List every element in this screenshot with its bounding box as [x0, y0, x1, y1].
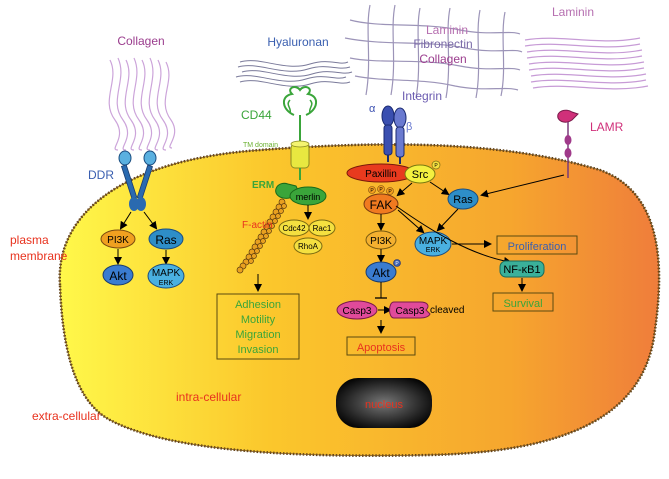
casp3-label: Casp3: [343, 306, 372, 317]
nucleus-label: nucleus: [365, 399, 403, 411]
cleaved-label: cleaved: [430, 305, 464, 316]
motility-label: Motility: [241, 314, 276, 326]
migration-label: Migration: [235, 329, 280, 341]
fak-phospho-2: P: [379, 187, 383, 193]
ras-right-node: Ras: [447, 188, 479, 210]
pi3k-left-label: PI3K: [107, 235, 129, 246]
src-node: Src P: [404, 160, 441, 184]
beta-label: β: [406, 121, 412, 133]
erk-left-label: ERK: [159, 280, 174, 287]
apoptosis-label: Apoptosis: [357, 342, 406, 354]
casp3-node: Casp3: [336, 300, 378, 320]
factin-filament: [236, 198, 287, 274]
akt-phospho: P: [395, 261, 399, 267]
laminin-fibers-right: [524, 37, 649, 90]
fak-phospho-1: P: [370, 188, 374, 194]
extra-cellular-label: extra-cellular: [32, 409, 101, 423]
mapk-right-node: MAPK ERK: [414, 231, 452, 257]
cd44-label: CD44: [241, 108, 272, 122]
intra-cellular-label: intra-cellular: [176, 390, 241, 404]
nfkb-label: NF-κB1: [503, 264, 540, 276]
survival-box: Survival: [492, 292, 554, 312]
mapk-left-node: MAPK ERK: [147, 263, 185, 289]
pi3k-mid-label: PI3K: [370, 236, 392, 247]
membrane-label: membrane: [10, 249, 68, 263]
adhesion-label: Adhesion: [235, 299, 281, 311]
erk-right-label: ERK: [426, 247, 441, 254]
collagen-fibers-left: [108, 57, 176, 151]
nucleus: nucleus: [336, 378, 432, 428]
casp3-cleaved-node: Casp3: [389, 301, 431, 319]
hyaluronan-strands: [235, 60, 353, 87]
fibronectin-label: Fibronectin: [413, 37, 472, 51]
cd44-receptor: [283, 86, 317, 180]
mapk-left-label: MAPK: [152, 268, 181, 279]
rho-gtpases: Cdc42 Rac1 RhoA: [278, 219, 336, 255]
ddr-receptor: [118, 150, 157, 211]
cdc42-label: Cdc42: [282, 224, 306, 233]
ras-left-label: Ras: [155, 233, 176, 247]
cell: [58, 143, 661, 457]
mapk-right-label: MAPK: [419, 236, 448, 247]
adhesion-box: Adhesion Motility Migration Invasion: [216, 293, 300, 360]
proliferation-box: Proliferation: [496, 235, 578, 255]
merlin-label: merlin: [296, 192, 321, 202]
rac1-label: Rac1: [313, 224, 332, 233]
lamr-label: LAMR: [590, 120, 624, 134]
proliferation-label: Proliferation: [508, 241, 567, 253]
integrin-label: Integrin: [402, 89, 442, 103]
akt-left-node: Akt: [102, 264, 134, 286]
collagen-mid-label: Collagen: [419, 52, 466, 66]
paxillin-label: Paxillin: [365, 169, 397, 180]
merlin-node: merlin: [289, 186, 327, 206]
ras-right-label: Ras: [453, 194, 473, 206]
ecm-mesh: [344, 4, 523, 99]
akt-mid-label: Akt: [372, 266, 390, 280]
apoptosis-box: Apoptosis: [346, 336, 416, 356]
integrin-receptor: [381, 105, 407, 164]
hyaluronan-label: Hyaluronan: [267, 35, 328, 49]
erm-label: ERM: [252, 180, 274, 191]
lamr-receptor: [557, 109, 579, 178]
alpha-label: α: [369, 103, 376, 115]
invasion-label: Invasion: [238, 344, 279, 356]
fak-node: P P P FAK: [363, 185, 399, 215]
src-phospho: P: [434, 163, 438, 169]
factin-label: F-actin: [242, 220, 273, 231]
laminin-right-label: Laminin: [552, 5, 594, 19]
plasma-label: plasma: [10, 233, 49, 247]
fak-phospho-3: P: [388, 189, 392, 195]
akt-left-label: Akt: [109, 269, 127, 283]
tm-domain-label: TM domain: [243, 142, 278, 149]
pi3k-left-node: PI3K: [100, 229, 136, 249]
fak-label: FAK: [370, 198, 393, 212]
collagen-left-label: Collagen: [117, 34, 164, 48]
casp3-cleaved-label: Casp3: [396, 306, 425, 317]
survival-label: Survival: [503, 298, 542, 310]
nfkb-node: NF-κB1: [499, 260, 545, 278]
akt-mid-node: Akt P: [365, 259, 401, 283]
ddr-label: DDR: [88, 168, 114, 182]
pi3k-mid-node: PI3K: [365, 230, 397, 250]
rhoa-label: RhoA: [298, 242, 319, 251]
ras-left-node: Ras: [148, 228, 184, 250]
src-label: Src: [412, 169, 429, 181]
laminin-mid-label: Laminin: [426, 23, 468, 37]
